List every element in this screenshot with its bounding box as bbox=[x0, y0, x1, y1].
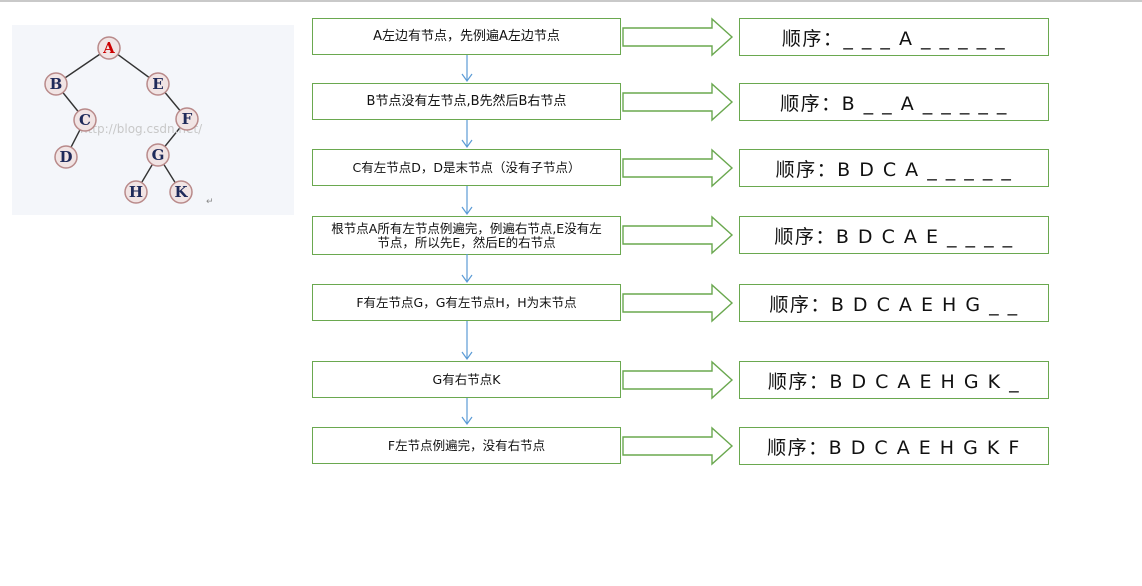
result-text: 顺序：_ _ _ A _ _ _ _ _ bbox=[781, 27, 1007, 50]
step-box-4: 根节点A所有左节点例遍完，例遍右节点,E没有左节点，所以先E，然后E的右节点 bbox=[312, 216, 621, 255]
tree-background bbox=[12, 25, 294, 215]
down-arrow-icon bbox=[461, 55, 473, 83]
svg-text:K: K bbox=[174, 183, 188, 201]
step-box-5: F有左节点G，G有左节点H，H为末节点 bbox=[312, 284, 621, 321]
tree-node-h: H bbox=[124, 180, 148, 204]
tree-node-f: F bbox=[175, 107, 199, 131]
right-arrow-icon bbox=[622, 360, 734, 400]
tree-node-c: C bbox=[73, 108, 97, 132]
return-mark-icon: ↵ bbox=[206, 197, 214, 207]
down-arrow-icon bbox=[461, 321, 473, 361]
step-box-7: F左节点例遍完，没有右节点 bbox=[312, 427, 621, 464]
right-arrow-icon bbox=[622, 148, 734, 188]
tree-node-k: K bbox=[169, 180, 193, 204]
down-arrow-icon bbox=[461, 398, 473, 426]
result-box-6: 顺序：B D C A E H G K _ bbox=[739, 361, 1049, 399]
step-text: G有右节点K bbox=[432, 371, 501, 387]
result-text: 顺序：B _ _ A _ _ _ _ _ bbox=[780, 92, 1008, 115]
tree-node-e: E bbox=[146, 72, 170, 96]
step-text: C有左节点D，D是末节点（没有子节点） bbox=[352, 159, 581, 175]
tree-svg: http://blog.csdn.net/ A B C D E bbox=[12, 25, 294, 215]
result-text: 顺序：B D C A E H G _ _ bbox=[769, 293, 1019, 316]
top-border-line bbox=[0, 0, 1142, 2]
result-text: 顺序：B D C A E H G K _ bbox=[767, 370, 1021, 393]
step-text: A左边有节点，先例遍A左边节点 bbox=[373, 28, 560, 44]
result-box-2: 顺序：B _ _ A _ _ _ _ _ bbox=[739, 83, 1049, 121]
result-text: 顺序：B D C A E _ _ _ _ bbox=[774, 225, 1014, 248]
svg-text:B: B bbox=[50, 75, 63, 93]
step-text: F左节点例遍完，没有右节点 bbox=[387, 437, 546, 453]
result-box-4: 顺序：B D C A E _ _ _ _ bbox=[739, 216, 1049, 254]
step-box-1: A左边有节点，先例遍A左边节点 bbox=[312, 18, 621, 55]
svg-text:E: E bbox=[152, 75, 163, 93]
right-arrow-icon bbox=[622, 17, 734, 57]
result-box-1: 顺序：_ _ _ A _ _ _ _ _ bbox=[739, 18, 1049, 56]
svg-text:G: G bbox=[152, 146, 165, 164]
right-arrow-icon bbox=[622, 215, 734, 255]
result-text: 顺序：B D C A E H G K F bbox=[767, 436, 1021, 459]
step-box-3: C有左节点D，D是末节点（没有子节点） bbox=[312, 149, 621, 186]
right-arrow-icon bbox=[622, 82, 734, 122]
down-arrow-icon bbox=[461, 254, 473, 284]
svg-text:H: H bbox=[129, 183, 143, 201]
tree-node-d: D bbox=[54, 145, 78, 169]
right-arrow-icon bbox=[622, 283, 734, 323]
svg-text:A: A bbox=[102, 39, 115, 57]
down-arrow-icon bbox=[461, 120, 473, 149]
step-text: B节点没有左节点,B先然后B右节点 bbox=[366, 93, 567, 109]
step-text: F有左节点G，G有左节点H，H为末节点 bbox=[356, 294, 577, 310]
tree-node-b: B bbox=[44, 72, 68, 96]
result-text: 顺序：B D C A _ _ _ _ _ bbox=[775, 158, 1013, 181]
step-box-2: B节点没有左节点,B先然后B右节点 bbox=[312, 83, 621, 120]
result-box-3: 顺序：B D C A _ _ _ _ _ bbox=[739, 149, 1049, 187]
right-arrow-icon bbox=[622, 426, 734, 466]
down-arrow-icon bbox=[461, 186, 473, 216]
tree-node-a: A bbox=[97, 36, 121, 60]
result-box-5: 顺序：B D C A E H G _ _ bbox=[739, 284, 1049, 322]
watermark-text: http://blog.csdn.net/ bbox=[80, 122, 203, 136]
result-box-7: 顺序：B D C A E H G K F bbox=[739, 427, 1049, 465]
svg-text:C: C bbox=[79, 111, 91, 129]
step-box-6: G有右节点K bbox=[312, 361, 621, 398]
svg-text:D: D bbox=[59, 148, 72, 166]
binary-tree-figure: http://blog.csdn.net/ A B C D E bbox=[12, 25, 294, 215]
step-text: 根节点A所有左节点例遍完，例遍右节点,E没有左节点，所以先E，然后E的右节点 bbox=[331, 220, 602, 250]
svg-text:F: F bbox=[182, 110, 193, 128]
tree-node-g: G bbox=[146, 143, 170, 167]
